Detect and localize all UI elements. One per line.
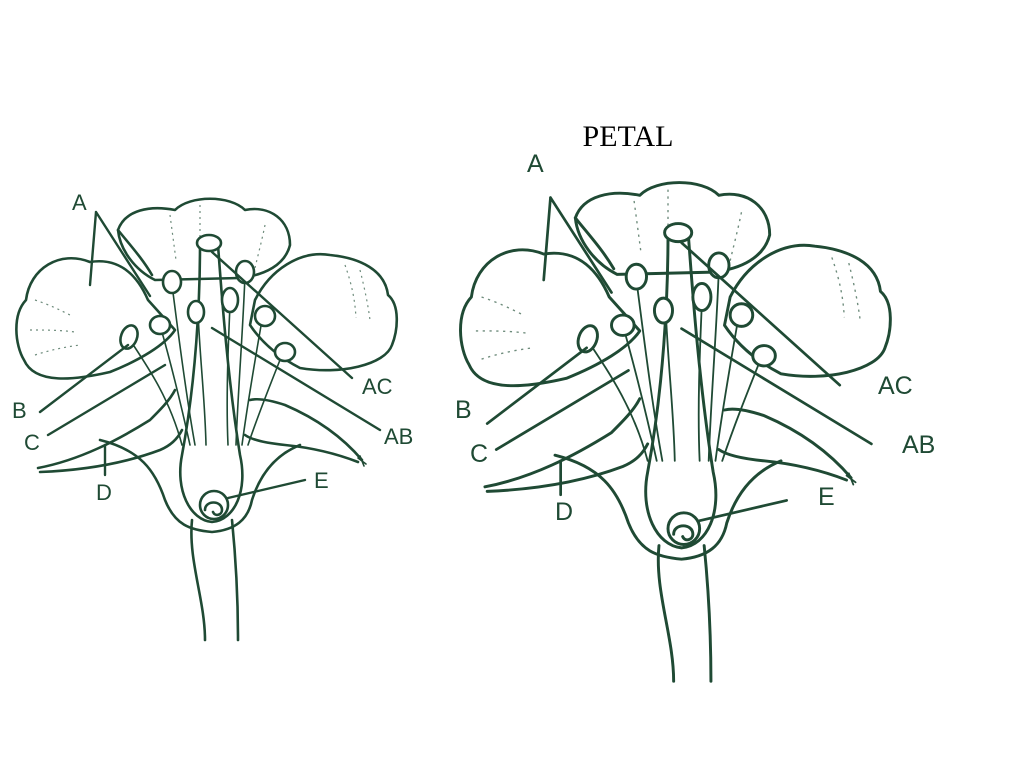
label-E: E <box>818 483 835 511</box>
label-B: B <box>12 398 27 423</box>
label-D: D <box>96 480 112 505</box>
flower-right-art <box>459 181 892 683</box>
label-AB: AB <box>384 424 413 449</box>
label-B: B <box>455 396 472 424</box>
label-C: C <box>470 440 488 468</box>
label-AC: AC <box>362 374 393 399</box>
label-AB: AB <box>902 431 935 459</box>
label-AC: AC <box>878 372 913 400</box>
label-C: C <box>24 430 40 455</box>
label-A: A <box>72 190 87 215</box>
petal-heading: PETAL <box>582 120 674 153</box>
label-E: E <box>314 468 329 493</box>
flower-left-art <box>15 197 399 642</box>
flower-diagram-right: A AC AB B C D E <box>455 150 935 683</box>
flower-diagram-left: A AC AB B C D E <box>12 190 413 642</box>
label-D: D <box>555 498 573 526</box>
label-A: A <box>527 150 544 178</box>
